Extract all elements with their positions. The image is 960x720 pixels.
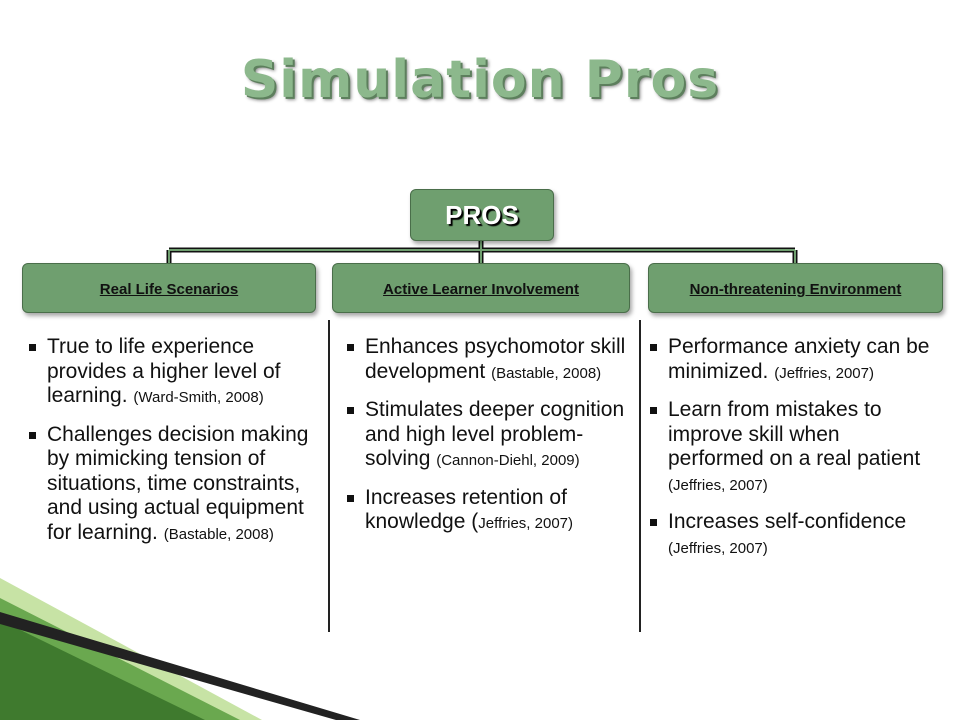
- list-item: Increases self-confidence (Jeffries, 200…: [646, 510, 936, 561]
- slide-title: Simulation Pros: [240, 50, 720, 110]
- bullet-icon: [29, 431, 36, 439]
- item-text: Increases retention of knowledge (: [365, 485, 567, 534]
- column-non-threatening-environment: Performance anxiety can be minimized. (J…: [646, 335, 936, 573]
- item-text: Increases self-confidence: [668, 510, 907, 533]
- item-citation: (Jeffries, 2007): [668, 476, 768, 494]
- item-text: Enhances psychomotor skill development: [365, 335, 626, 383]
- bullet-icon: [347, 344, 354, 351]
- item-text: Challenges decision making by mimicking …: [47, 422, 309, 544]
- bullet-icon: [650, 519, 657, 526]
- item-citation: (Ward-Smith, 2008): [133, 389, 264, 406]
- list-item: Challenges decision making by mimicking …: [25, 423, 320, 548]
- list-item: Stimulates deeper cognition and high lev…: [343, 398, 628, 474]
- item-citation: (Bastable, 2008): [491, 364, 602, 382]
- item-text: Learn from mistakes to improve skill whe…: [668, 398, 921, 470]
- list-item: Performance anxiety can be minimized. (J…: [646, 335, 936, 386]
- bullet-icon: [650, 344, 657, 351]
- item-citation: (Cannon-Diehl, 2009): [436, 452, 580, 469]
- column-divider: [328, 320, 330, 632]
- item-citation: (Bastable, 2008): [163, 525, 274, 543]
- column-active-learner-involvement: Enhances psychomotor skill development (…: [343, 335, 628, 549]
- item-text: Stimulates deeper cognition and high lev…: [365, 398, 625, 470]
- root-node-pros: PROS: [410, 189, 554, 241]
- column-divider: [639, 320, 641, 632]
- bullet-icon: [29, 344, 36, 351]
- category-real-life-scenarios: Real Life Scenarios: [22, 263, 316, 313]
- item-citation: (Jeffries, 2007): [668, 539, 768, 557]
- item-text: True to life experience provides a highe…: [47, 335, 281, 407]
- category-non-threatening-environment: Non-threatening Environment: [648, 263, 943, 313]
- bullet-icon: [347, 407, 354, 414]
- category-active-learner-involvement: Active Learner Involvement: [332, 263, 630, 313]
- list-item: Learn from mistakes to improve skill whe…: [646, 398, 936, 498]
- list-item: Increases retention of knowledge (Jeffri…: [343, 486, 628, 537]
- list-item: True to life experience provides a highe…: [25, 335, 320, 411]
- bullet-icon: [650, 407, 657, 414]
- list-item: Enhances psychomotor skill development (…: [343, 335, 628, 386]
- column-real-life-scenarios: True to life experience provides a highe…: [25, 335, 320, 559]
- bullet-icon: [347, 494, 354, 502]
- item-citation: Jeffries, 2007): [478, 515, 574, 532]
- item-text: Performance anxiety can be minimized.: [668, 335, 930, 383]
- item-citation: (Jeffries, 2007): [774, 364, 874, 382]
